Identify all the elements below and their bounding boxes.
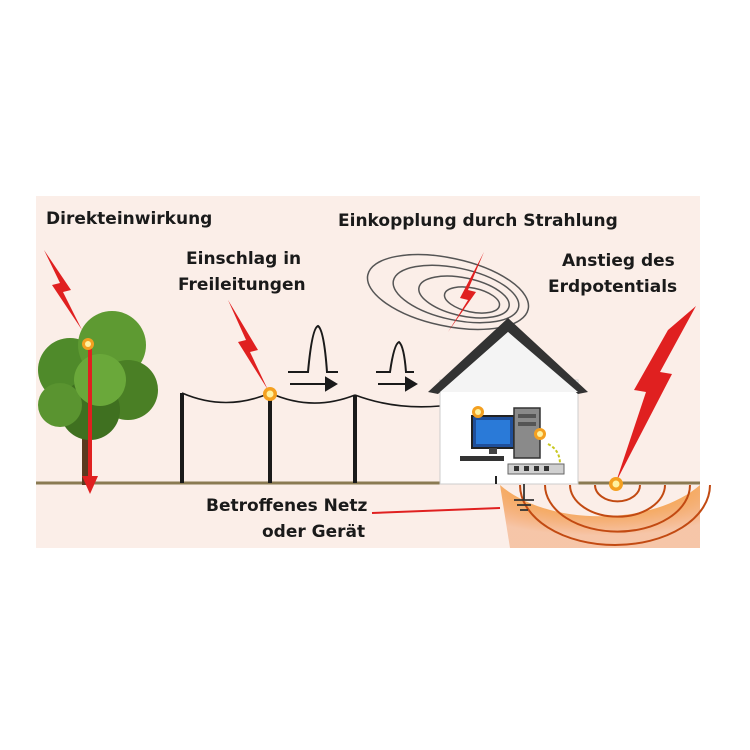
- label-earth-2: Erdpotentials: [548, 277, 677, 297]
- lightning-bolt-icon: [228, 300, 268, 390]
- label-affected-1: Betroffenes Netz: [206, 496, 368, 516]
- spark-icon: [82, 338, 94, 350]
- earth-potential-rings: [500, 484, 711, 548]
- label-affected-2: oder Gerät: [262, 522, 365, 542]
- lightning-bolt-icon: [448, 252, 484, 332]
- lightning-bolt-icon: [44, 250, 98, 494]
- spark-icon: [472, 406, 484, 418]
- surge-pulse-icon: [288, 324, 338, 392]
- affected-pointer-line: [371, 507, 501, 514]
- label-direct: Direkteinwirkung: [46, 209, 212, 229]
- computer-icon: [460, 407, 541, 461]
- label-overhead-1: Einschlag in: [186, 249, 301, 269]
- label-coupling: Einkopplung durch Strahlung: [338, 211, 618, 231]
- lightning-bolt-icon: [616, 306, 696, 482]
- power-poles: [180, 393, 357, 483]
- tree-icon: [38, 311, 158, 485]
- spark-icon: [609, 477, 623, 491]
- surge-pulse-icon: [376, 340, 418, 392]
- power-strip: [495, 443, 565, 484]
- label-earth-1: Anstieg des: [562, 251, 675, 271]
- spark-icon: [534, 428, 546, 440]
- radiation-wave-icon: [366, 253, 530, 331]
- label-overhead-2: Freileitungen: [178, 275, 306, 295]
- ground-symbol-icon: [514, 484, 534, 511]
- spark-icon: [263, 387, 277, 401]
